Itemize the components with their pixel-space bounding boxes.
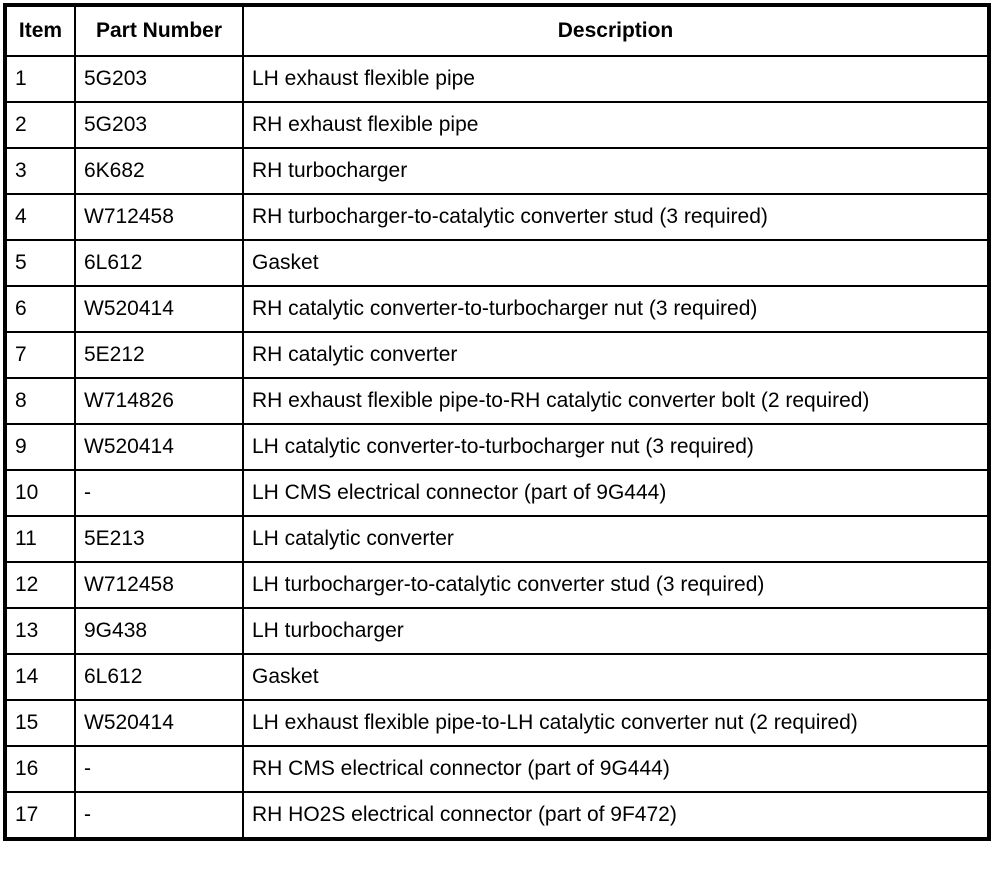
cell-item: 8 <box>4 377 76 425</box>
cell-description: RH CMS electrical connector (part of 9G4… <box>242 745 990 793</box>
cell-item: 11 <box>4 515 76 563</box>
cell-part-number: - <box>74 469 244 517</box>
table-row: 15 W520414 LH exhaust flexible pipe-to-L… <box>4 699 990 747</box>
table-row: 4 W712458 RH turbocharger-to-catalytic c… <box>4 193 990 241</box>
cell-description: LH catalytic converter <box>242 515 990 563</box>
table-row: 10 - LH CMS electrical connector (part o… <box>4 469 990 517</box>
cell-description: Gasket <box>242 653 990 701</box>
cell-item: 1 <box>4 55 76 103</box>
cell-description: RH exhaust flexible pipe-to-RH catalytic… <box>242 377 990 425</box>
cell-part-number: 9G438 <box>74 607 244 655</box>
column-header-description: Description <box>242 4 990 57</box>
cell-item: 9 <box>4 423 76 471</box>
table-row: 13 9G438 LH turbocharger <box>4 607 990 655</box>
table-row: 6 W520414 RH catalytic converter-to-turb… <box>4 285 990 333</box>
cell-description: LH turbocharger-to-catalytic converter s… <box>242 561 990 609</box>
table-row: 1 5G203 LH exhaust flexible pipe <box>4 55 990 103</box>
cell-description: RH exhaust flexible pipe <box>242 101 990 149</box>
cell-description: RH HO2S electrical connector (part of 9F… <box>242 791 990 840</box>
table-header: Item Part Number Description <box>4 4 990 57</box>
cell-item: 16 <box>4 745 76 793</box>
cell-item: 10 <box>4 469 76 517</box>
cell-part-number: W712458 <box>74 561 244 609</box>
table-row: 5 6L612 Gasket <box>4 239 990 287</box>
cell-item: 14 <box>4 653 76 701</box>
cell-item: 6 <box>4 285 76 333</box>
cell-part-number: W520414 <box>74 699 244 747</box>
parts-table-container: Item Part Number Description 1 5G203 LH … <box>3 3 991 841</box>
table-row: 14 6L612 Gasket <box>4 653 990 701</box>
table-row: 9 W520414 LH catalytic converter-to-turb… <box>4 423 990 471</box>
cell-item: 12 <box>4 561 76 609</box>
cell-part-number: - <box>74 791 244 840</box>
table-row: 7 5E212 RH catalytic converter <box>4 331 990 379</box>
cell-part-number: 5E213 <box>74 515 244 563</box>
cell-description: LH catalytic converter-to-turbocharger n… <box>242 423 990 471</box>
cell-part-number: W520414 <box>74 423 244 471</box>
cell-item: 2 <box>4 101 76 149</box>
table-row: 16 - RH CMS electrical connector (part o… <box>4 745 990 793</box>
cell-part-number: 6K682 <box>74 147 244 195</box>
cell-item: 15 <box>4 699 76 747</box>
table-row: 8 W714826 RH exhaust flexible pipe-to-RH… <box>4 377 990 425</box>
cell-description: RH catalytic converter-to-turbocharger n… <box>242 285 990 333</box>
cell-description: RH turbocharger <box>242 147 990 195</box>
table-body: 1 5G203 LH exhaust flexible pipe 2 5G203… <box>4 55 990 840</box>
cell-part-number: 5G203 <box>74 55 244 103</box>
table-row: 2 5G203 RH exhaust flexible pipe <box>4 101 990 149</box>
cell-part-number: 5E212 <box>74 331 244 379</box>
parts-table: Item Part Number Description 1 5G203 LH … <box>3 3 991 841</box>
cell-description: RH catalytic converter <box>242 331 990 379</box>
cell-item: 5 <box>4 239 76 287</box>
column-header-item: Item <box>4 4 76 57</box>
table-row: 3 6K682 RH turbocharger <box>4 147 990 195</box>
cell-part-number: 6L612 <box>74 239 244 287</box>
cell-description: LH CMS electrical connector (part of 9G4… <box>242 469 990 517</box>
cell-item: 4 <box>4 193 76 241</box>
cell-part-number: W714826 <box>74 377 244 425</box>
cell-item: 7 <box>4 331 76 379</box>
cell-description: LH exhaust flexible pipe <box>242 55 990 103</box>
cell-part-number: W520414 <box>74 285 244 333</box>
cell-item: 3 <box>4 147 76 195</box>
table-row: 17 - RH HO2S electrical connector (part … <box>4 791 990 840</box>
cell-description: LH turbocharger <box>242 607 990 655</box>
table-row: 11 5E213 LH catalytic converter <box>4 515 990 563</box>
cell-part-number: - <box>74 745 244 793</box>
cell-part-number: 5G203 <box>74 101 244 149</box>
table-header-row: Item Part Number Description <box>4 4 990 57</box>
cell-description: LH exhaust flexible pipe-to-LH catalytic… <box>242 699 990 747</box>
cell-item: 13 <box>4 607 76 655</box>
cell-description: Gasket <box>242 239 990 287</box>
cell-part-number: W712458 <box>74 193 244 241</box>
column-header-part-number: Part Number <box>74 4 244 57</box>
cell-description: RH turbocharger-to-catalytic converter s… <box>242 193 990 241</box>
cell-item: 17 <box>4 791 76 840</box>
table-row: 12 W712458 LH turbocharger-to-catalytic … <box>4 561 990 609</box>
cell-part-number: 6L612 <box>74 653 244 701</box>
